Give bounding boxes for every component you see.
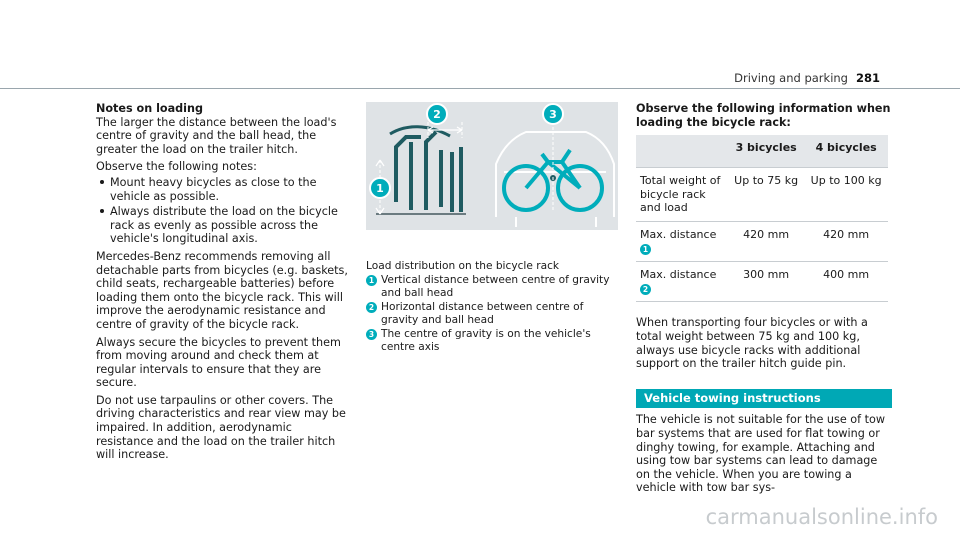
loading-notes-list: Mount heavy bicycles as close to the veh…: [96, 176, 348, 246]
car-outline: [495, 131, 615, 227]
row-label: Total weight of bicycle rack and load: [636, 167, 728, 222]
legend-number: 3: [366, 329, 377, 340]
column-load-distribution: 1 2 3 Load distribution on the bicycle r…: [366, 102, 618, 354]
row-label-text: Max. distance: [640, 268, 717, 282]
figure-caption: Load distribution on the bicycle rack: [366, 260, 560, 272]
load-distribution-illustration: 1 2 3: [366, 102, 618, 230]
table-cell: 300 mm: [728, 261, 805, 303]
header-divider: [0, 88, 960, 89]
legend-item: 1 Vertical distance between centre of gr…: [366, 274, 618, 300]
table-cell: Up to 100 kg: [804, 167, 888, 222]
heading-loading-info: Observe the following information when l…: [636, 102, 891, 129]
bicycle-rack-diagram: 1 2 3: [369, 103, 615, 227]
table-cell: 420 mm: [804, 221, 888, 263]
section-heading-towing: Vehicle towing instructions: [636, 388, 892, 409]
table-row: Total weight of bicycle rack and load Up…: [636, 167, 888, 222]
marker-1-label: 1: [376, 182, 384, 195]
legend-number: 1: [640, 243, 651, 255]
bicycle-rack-table: 3 bicycles 4 bicycles Total weight of bi…: [636, 135, 888, 303]
table-cell: 400 mm: [804, 261, 888, 303]
towing-paragraph: The vehicle is not suitable for the use …: [636, 413, 885, 495]
page-number: 281: [855, 71, 880, 85]
marker-2: 2: [426, 103, 448, 125]
covers-paragraph: Do not use tarpaulins or other covers. T…: [96, 393, 346, 462]
legend-text: Horizontal distance between centre of gr…: [381, 301, 584, 326]
legend-item: 3 The centre of gravity is on the vehicl…: [366, 328, 618, 354]
rear-bike: [502, 148, 604, 212]
list-item: Always distribute the load on the bicycl…: [96, 205, 348, 246]
watermark: carmanualsonline.info: [705, 505, 938, 529]
marker-1: 1: [369, 177, 391, 199]
table-cell: Up to 75 kg: [728, 167, 805, 222]
marker-3-label: 3: [549, 108, 557, 121]
list-item: Mount heavy bicycles as close to the veh…: [96, 176, 348, 203]
side-view-bikes: [376, 125, 466, 215]
table-header-row: 3 bicycles 4 bicycles: [636, 135, 888, 169]
legend-text: Vertical distance between centre of grav…: [381, 274, 610, 299]
secure-paragraph: Always secure the bicycles to prevent th…: [96, 335, 341, 390]
observe-notes: Observe the following notes:: [96, 160, 257, 174]
legend-text: The centre of gravity is on the vehicle'…: [381, 328, 591, 353]
legend-item: 2 Horizontal distance between centre of …: [366, 301, 618, 327]
table-header: 3 bicycles: [728, 135, 805, 169]
heading-notes-on-loading: Notes on loading: [96, 102, 203, 115]
row-label-text: Total weight of bicycle rack and load: [640, 174, 721, 215]
column-notes-on-loading: Notes on loading The larger the distance…: [96, 102, 348, 466]
marker-2-label: 2: [433, 108, 441, 121]
row-label: Max. distance 1: [636, 221, 728, 263]
legend-number: 1: [366, 275, 377, 286]
table-row: Max. distance 1 420 mm 420 mm: [636, 221, 888, 263]
marker-3: 3: [542, 103, 564, 125]
table-cell: 420 mm: [728, 221, 805, 263]
legend-number: 2: [640, 283, 651, 295]
recommendation-paragraph: Mercedes-Benz recommends removing all de…: [96, 249, 348, 331]
page-header: Driving and parking 281: [0, 0, 960, 89]
row-label-text: Max. distance: [640, 227, 717, 241]
table-header: [636, 135, 728, 169]
legend-number: 2: [366, 302, 377, 313]
column-loading-info: Observe the following information when l…: [636, 102, 892, 499]
dimension-arrows: [375, 126, 463, 215]
figure-caption-block: Load distribution on the bicycle rack 1 …: [366, 260, 618, 354]
table-header: 4 bicycles: [804, 135, 888, 169]
section-title: Driving and parking: [734, 71, 848, 85]
intro-paragraph: The larger the distance between the load…: [96, 115, 337, 156]
running-header: Driving and parking 281: [734, 71, 880, 85]
four-bicycles-paragraph: When transporting four bicycles or with …: [636, 316, 868, 371]
